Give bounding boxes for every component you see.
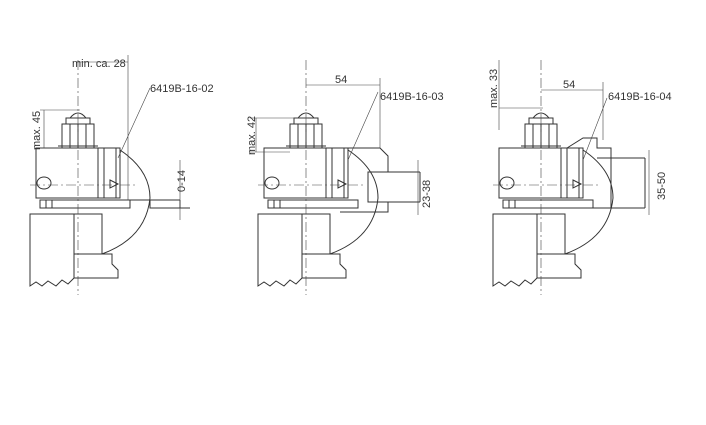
part-number-3: 6419B-16-04 (608, 91, 672, 103)
part-number-1: 6419B-16-02 (150, 83, 214, 95)
dim-range-2: 23-38 (421, 180, 433, 208)
dim-range-3: 35-50 (656, 172, 668, 200)
dim-height-2: max. 42 (246, 116, 258, 155)
view-6419b-16-02 (29, 55, 190, 296)
dim-width-2: 54 (335, 74, 347, 86)
part-number-2: 6419B-16-03 (380, 91, 444, 103)
dim-width-1: min. ca. 28 (72, 58, 126, 70)
dim-height-3: max. 33 (488, 69, 500, 108)
dim-range-1: 0-14 (176, 170, 188, 192)
dim-height-1: max. 45 (31, 111, 43, 150)
view-6419b-16-04 (492, 59, 650, 296)
dim-width-3: 54 (563, 79, 575, 91)
view-6419b-16-03 (250, 59, 421, 296)
